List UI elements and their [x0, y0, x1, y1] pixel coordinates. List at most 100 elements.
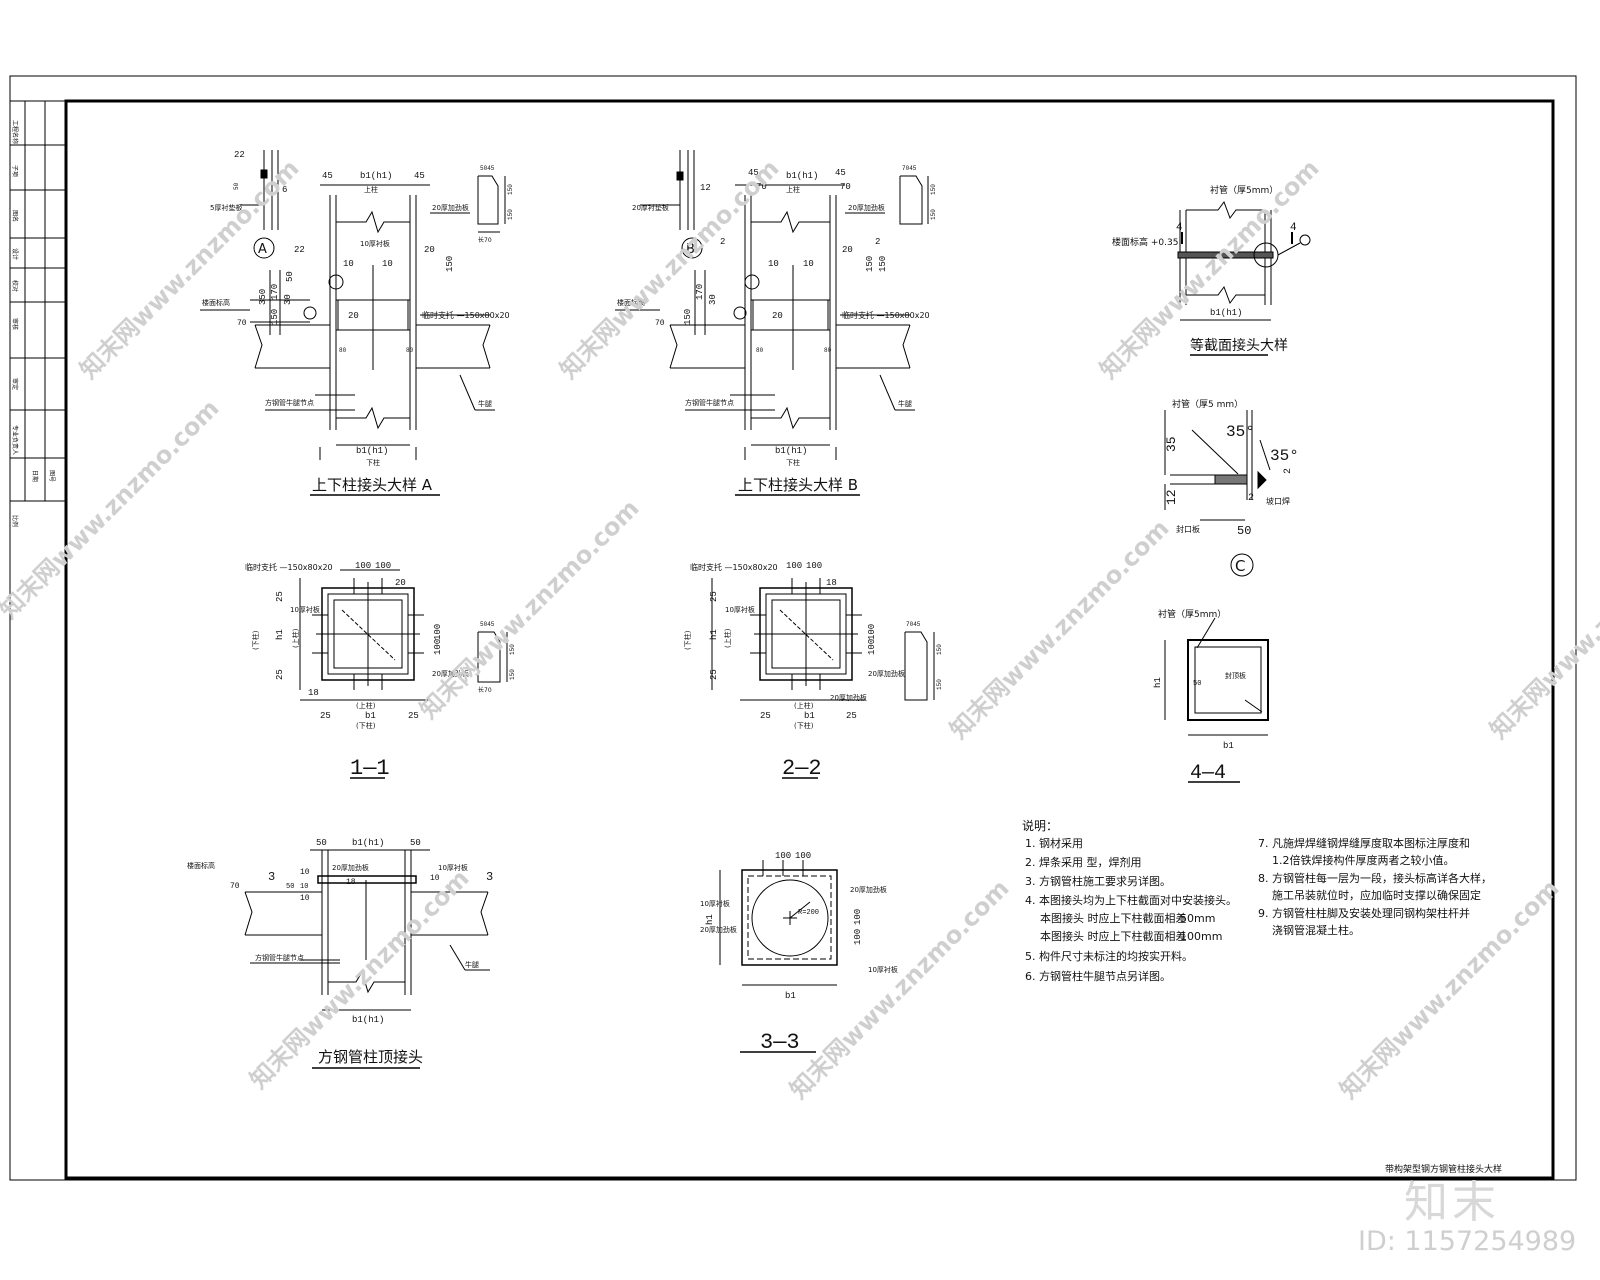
profile-dim: 150 [507, 209, 514, 220]
callout: (上柱) [291, 628, 300, 648]
dim: b1(h1) [352, 1015, 384, 1025]
revision-cell-text: 比例 [11, 515, 19, 527]
dim: 25 [275, 591, 285, 602]
profile-dim: 150 [509, 669, 516, 680]
id-label: ID: 1157254989 [1358, 1226, 1577, 1257]
weld-size: 50 [286, 883, 294, 891]
profile-dim: 150 [507, 184, 514, 195]
detail-b-title: 上下柱接头大样 B [738, 476, 858, 494]
dim: b1(h1) [356, 446, 388, 456]
revision-cell-text: 审定 [11, 378, 19, 390]
weld-size: 70 [237, 319, 247, 328]
note-item: 本图接头 时应上下柱截面相差 [1040, 929, 1187, 943]
dim: b1 [785, 991, 796, 1001]
dim: 45 [748, 168, 759, 178]
note-item: 本图接头 时应上下柱截面相差 [1040, 911, 1187, 925]
profile-dim: 150 [930, 184, 937, 195]
note-item: 4. 本图接头均为上下柱截面对中安装接头。 [1025, 893, 1237, 907]
section-3-3-title: 3—3 [760, 1030, 800, 1055]
weld-size: 80 [406, 347, 414, 354]
liner-label: 衬管（厚5mm） [1158, 608, 1226, 620]
dim: 30 [708, 294, 718, 305]
general-notes: 说明： 1. 钢材采用 2. 焊条采用 型，焊剂用 3. 方钢管柱施工要求另详图… [1022, 818, 1492, 983]
detail-c [1164, 410, 1271, 577]
note-item: 50mm [1180, 912, 1215, 925]
note-item: 施工吊装就位时，应加临时支撑以确保固定 [1272, 888, 1481, 902]
dim: 70 [840, 182, 851, 192]
dim: 35° [1226, 423, 1255, 441]
dim: 170 [695, 284, 705, 300]
section-1-1 [299, 569, 508, 779]
equal-section-joint [1177, 200, 1311, 356]
dim: b1(h1) [1210, 308, 1242, 318]
callout: 临时支托 —150x80x20 [422, 310, 510, 320]
callout: (下柱) [251, 630, 260, 650]
revision-block: 工程名称 子项 图名 设计 校对 审核 审定 专业负责人 日期 图号 比例 [9, 100, 67, 527]
weld-size: 12 [700, 183, 711, 193]
callout: 封口板 [1176, 524, 1200, 534]
revision-cell-text: 工程名称 [11, 120, 19, 144]
lower-column-label: 下柱 [366, 458, 380, 467]
dim: 100 [355, 561, 371, 571]
weld-size: 2 [875, 237, 880, 247]
dim: 50 [285, 271, 295, 282]
callout: (上柱) [794, 701, 814, 710]
weld-size: 10 [430, 874, 440, 883]
dim: 50 [1193, 680, 1201, 688]
top-joint-title: 方钢管柱顶接头 [318, 1048, 423, 1066]
dim: 50 [1237, 524, 1251, 538]
note-item: 8. 方钢管柱每一层为一段，接头标高详各大样， [1258, 871, 1492, 885]
note-item: 100mm [1180, 930, 1222, 943]
outer-frame [9, 75, 1577, 1181]
note-item: 1. 钢材采用 [1025, 836, 1083, 850]
watermark: 知末网www.znzmo.com [1484, 514, 1600, 744]
detail-b [615, 150, 929, 496]
liner-label: 衬管（厚5 mm） [1172, 398, 1243, 410]
detail-c-bubble-label: C [1235, 557, 1245, 575]
dim: 100 [795, 851, 811, 861]
dim: 100 [433, 624, 443, 640]
dim: 100 [867, 624, 877, 640]
callout: 楼面标高 [187, 861, 215, 870]
weld-size: 10 [300, 883, 308, 891]
dim: 45 [835, 168, 846, 178]
section-1-1-title: 1—1 [350, 756, 390, 781]
dim: h1 [1153, 677, 1163, 688]
dim: 170 [270, 284, 280, 300]
detail-b-text: 上下柱接头大样 B B 45 70 b1(h1) 70 45 上柱 b1(h1)… [617, 165, 937, 494]
callout: (上柱) [356, 701, 376, 710]
dim: 150 [445, 256, 455, 272]
section-1-1-text: 1—1 临时支托 —150x80x20 100 100 20 25 h1 25 … [245, 561, 516, 781]
callout: 方钢管牛腿节点 [685, 398, 734, 407]
section-mark: 3 [268, 870, 275, 884]
section-label: 临时支托 —150x80x20 [690, 562, 778, 572]
note-item: 1.2倍铁焊接构件厚度两者之较小值。 [1272, 853, 1455, 867]
callout: 10厚衬板 [360, 239, 390, 248]
dim: 18 [826, 578, 837, 588]
profile-dim: 150 [936, 644, 943, 655]
section-2-2-text: 2—2 临时支托 —150x80x20 100 100 18 25 h1 25 … [683, 561, 943, 781]
watermark: 知末网www.znzmo.com [414, 494, 644, 724]
dim: 100 [433, 639, 443, 655]
bubble-dim: 22 [234, 150, 245, 160]
hole-label: R=200 [798, 909, 819, 917]
revision-cell-text: 专业负责人 [11, 425, 19, 455]
weld-size: 20 [424, 245, 435, 255]
profile-dim: 7045 [906, 621, 921, 628]
dim: 25 [275, 669, 285, 680]
callout: (下柱) [683, 630, 692, 650]
dim: 45 [414, 171, 425, 181]
bubble-dim: 5厚衬垫板 [210, 203, 242, 212]
elevation-label: 楼面标高 +0.35 [1112, 236, 1178, 248]
weld-size: 80 [339, 347, 347, 354]
dim: 18 [308, 688, 319, 698]
weld-size: 10 [343, 259, 354, 269]
dim: 100 [786, 561, 802, 571]
dim: b1(h1) [352, 838, 384, 848]
detail-a-text: 上下柱接头大样 A A 45 b1(h1) 45 上柱 b1(h1) 下柱 35… [202, 150, 514, 494]
title-block-text: 带构架型钢方钢管柱接头大样 [1385, 1163, 1502, 1175]
weld-size: 10 [300, 868, 310, 877]
upper-column-label: 上柱 [786, 185, 800, 194]
dim: b1(h1) [775, 446, 807, 456]
